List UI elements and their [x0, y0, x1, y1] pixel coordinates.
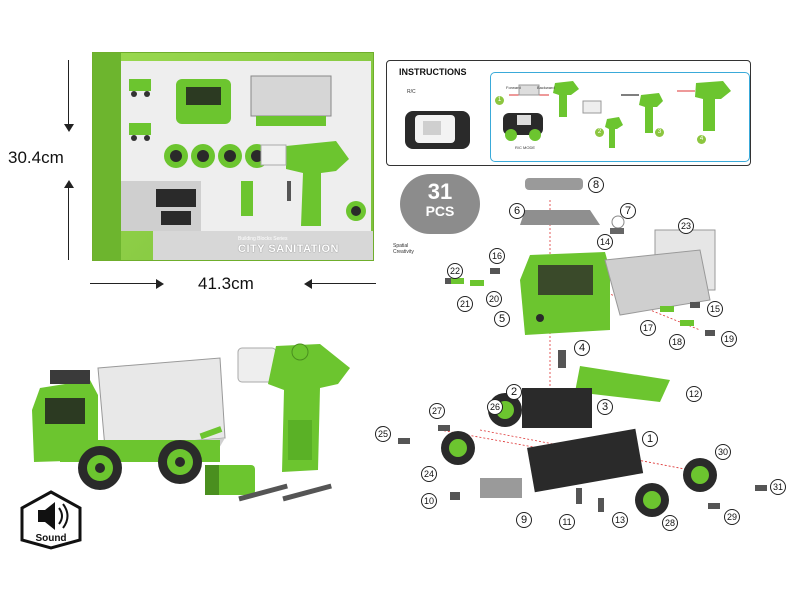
rc-mode-label: R/C MODE — [515, 145, 535, 150]
instructions-panel: INSTRUCTIONS R/C 1 — [386, 60, 751, 166]
height-dimension-label: 30.4cm — [8, 148, 64, 167]
piece-count-number: 31 — [427, 179, 453, 204]
part-label-8: 8 — [588, 177, 604, 193]
package-title: CITY SANITATION — [238, 243, 339, 255]
part-label-6: 6 — [509, 203, 525, 219]
step-4-badge: 4 — [697, 135, 706, 144]
part-label-12: 12 — [686, 386, 702, 402]
part-label-1: 1 — [642, 431, 658, 447]
part-label-13: 13 — [612, 512, 628, 528]
instruction-steps-illustration — [503, 81, 731, 148]
width-arrow-left — [90, 283, 160, 284]
speaker-icon — [20, 490, 82, 550]
instructions-steps-frame: 1 2 3 4 R/C MODE Forward Backward — [490, 72, 750, 162]
part-label-27: 27 — [429, 403, 445, 419]
part-label-10: 10 — [421, 493, 437, 509]
piece-count-unit: PCS — [425, 203, 455, 219]
width-dimension-label: 41.3cm — [198, 274, 254, 293]
instructions-title: INSTRUCTIONS — [399, 67, 467, 77]
backward-label: Backward — [537, 85, 555, 90]
rc-label: R/C — [407, 89, 416, 95]
package-side-panel — [93, 53, 121, 260]
arrow-right-icon — [156, 279, 164, 289]
part-label-5: 5 — [494, 311, 510, 327]
sound-label: Sound — [35, 533, 67, 544]
part-label-25: 25 — [375, 426, 391, 442]
step-1-badge: 1 — [495, 96, 504, 105]
arrow-up-icon — [64, 180, 74, 188]
part-label-22: 22 — [447, 263, 463, 279]
part-label-3: 3 — [597, 399, 613, 415]
rc-car-illustration — [405, 111, 470, 149]
piece-count-badge: 31 PCS — [400, 174, 480, 234]
package-bottom-strip — [153, 231, 373, 260]
part-label-7: 7 — [620, 203, 636, 219]
height-arrow-bottom — [68, 186, 69, 260]
part-label-17: 17 — [640, 320, 656, 336]
part-label-4: 4 — [574, 340, 590, 356]
part-label-19: 19 — [721, 331, 737, 347]
part-label-26: 26 — [487, 399, 503, 415]
step-3-badge: 3 — [655, 128, 664, 137]
part-label-24: 24 — [421, 466, 437, 482]
part-label-18: 18 — [669, 334, 685, 350]
part-label-30: 30 — [715, 444, 731, 460]
sound-feature-badge: Sound — [18, 490, 84, 550]
arrow-left-icon — [304, 279, 312, 289]
part-label-23: 23 — [678, 218, 694, 234]
part-label-20: 20 — [486, 291, 502, 307]
part-label-28: 28 — [662, 515, 678, 531]
package-series-text: Building Blocks Series — [238, 236, 288, 242]
step-2-badge: 2 — [595, 128, 604, 137]
exploded-parts-diagram — [398, 178, 767, 517]
package-window — [121, 61, 371, 231]
part-label-11: 11 — [559, 514, 575, 530]
product-package-box: Building Blocks Series CITY SANITATION S… — [92, 52, 414, 261]
part-label-9: 9 — [516, 512, 532, 528]
part-label-2: 2 — [506, 384, 522, 400]
arrow-down-icon — [64, 124, 74, 132]
width-arrow-right — [306, 283, 376, 284]
part-label-31: 31 — [770, 479, 786, 495]
part-label-16: 16 — [489, 248, 505, 264]
assembled-truck-and-drill-illustration — [32, 343, 350, 502]
forward-label: Forward — [506, 85, 521, 90]
package-contents-illustration — [121, 61, 371, 231]
height-arrow-top — [68, 60, 69, 130]
part-label-29: 29 — [724, 509, 740, 525]
package-badge-text: Spatial Creativity — [393, 243, 414, 255]
part-label-14: 14 — [597, 234, 613, 250]
part-label-15: 15 — [707, 301, 723, 317]
part-label-21: 21 — [457, 296, 473, 312]
